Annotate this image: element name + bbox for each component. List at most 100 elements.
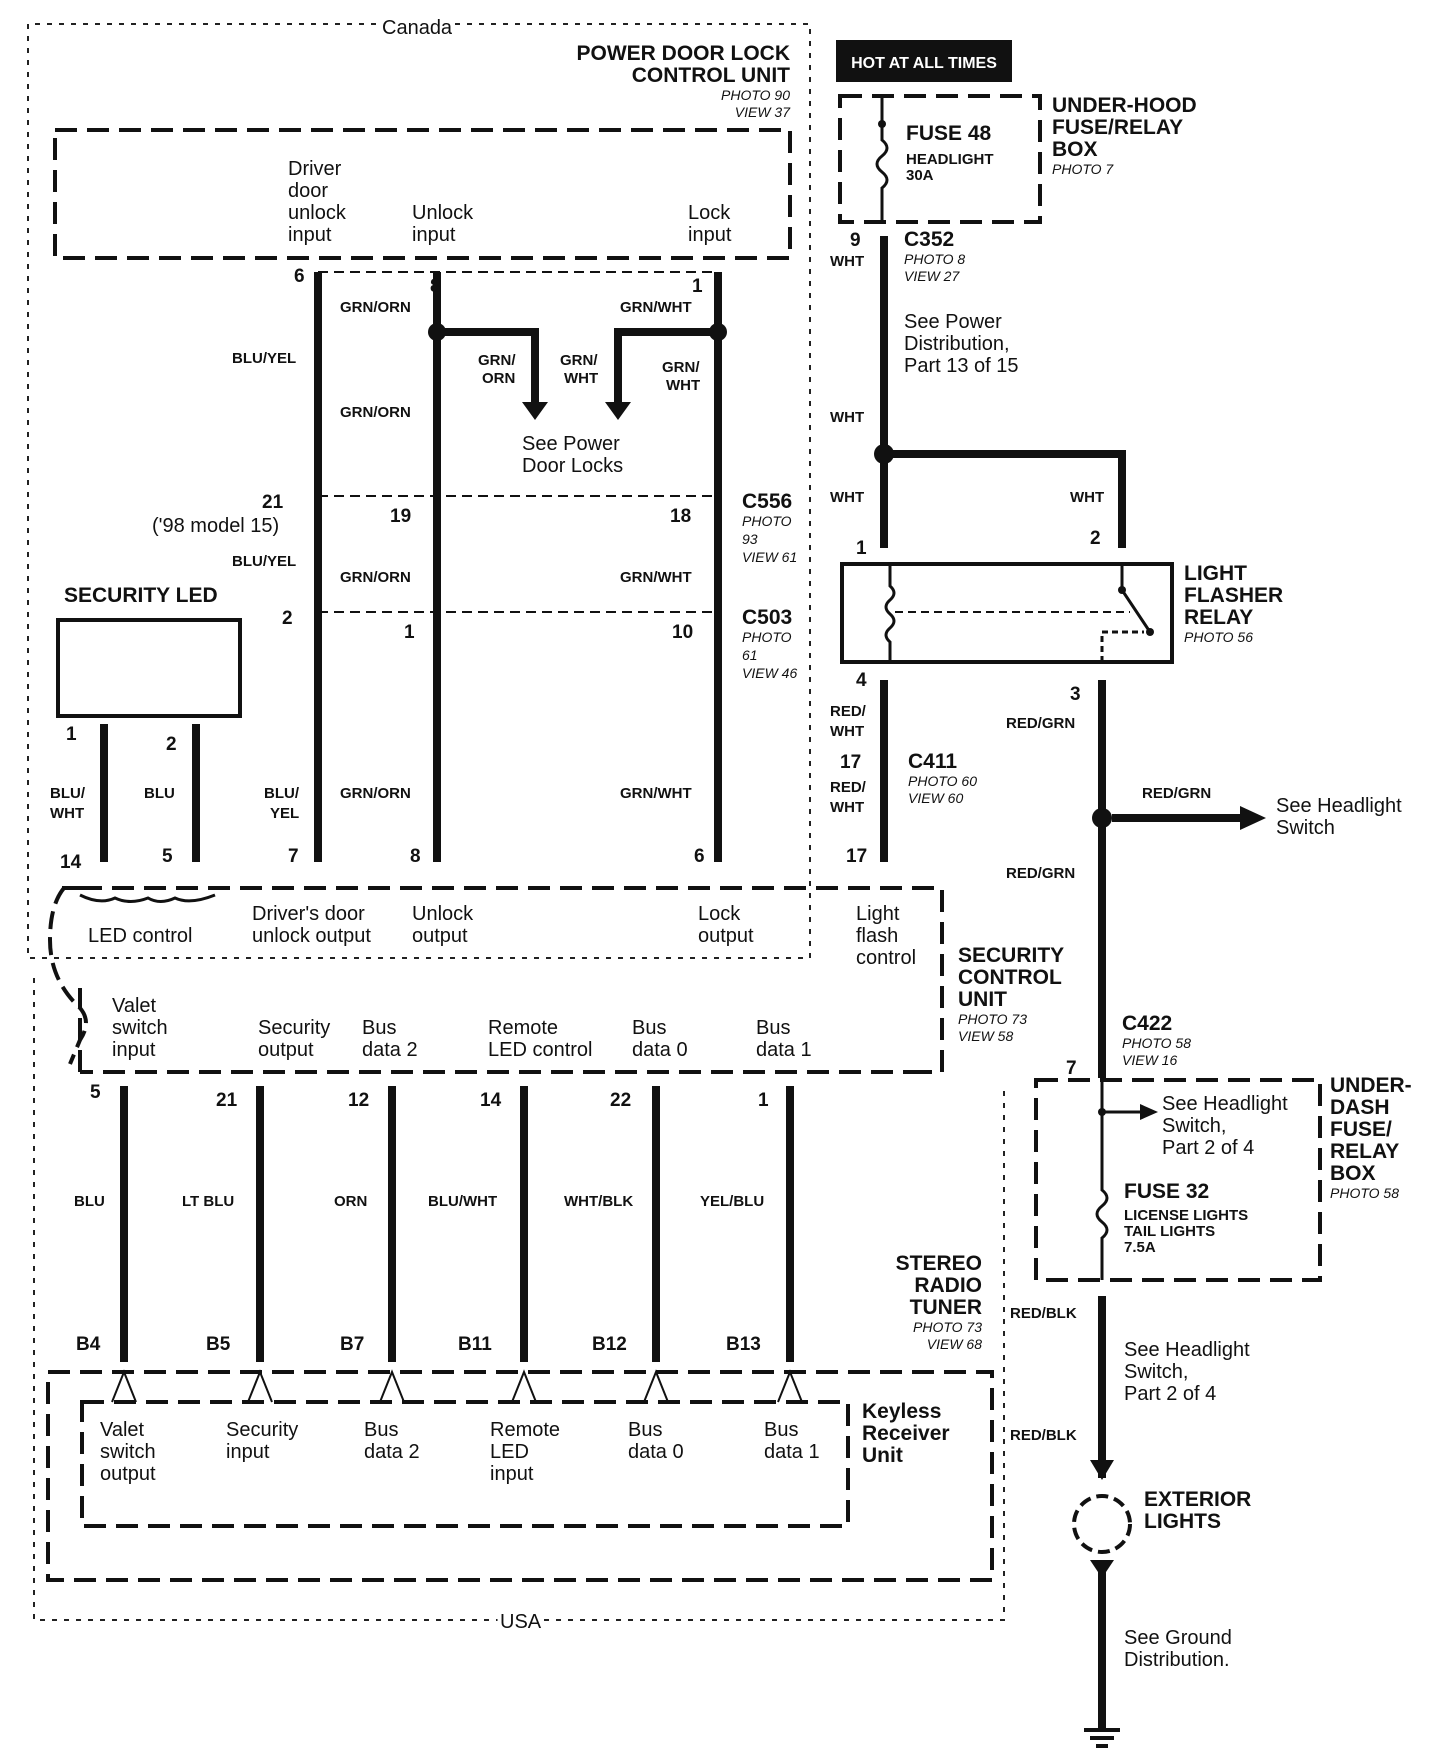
keyless-title-1: Keyless [862, 1400, 941, 1423]
kr-remote-2: LED [490, 1441, 529, 1463]
tuner-pin-b5: B5 [206, 1334, 231, 1355]
pin-led-2: 2 [166, 734, 177, 755]
pin-pdl-8: 8 [430, 276, 441, 297]
underdash-ref-1: See Headlight [1162, 1093, 1288, 1115]
exterior-lights-title-1: EXTERIOR [1144, 1488, 1251, 1511]
scu-out-flash-2: flash [856, 925, 898, 947]
scu-out-flash-3: control [856, 947, 916, 969]
underhood-photo: PHOTO 7 [1052, 161, 1114, 177]
relay-pin-1: 1 [856, 538, 867, 559]
light-flasher-relay: LIGHT FLASHER RELAY PHOTO 56 1 2 4 3 [840, 528, 1283, 705]
c352-photo: PHOTO 8 [904, 251, 965, 267]
wire-blu: BLU [144, 785, 175, 802]
ref-power-dist-1: See Power [904, 311, 1002, 333]
scu-out-unlock-2: output [412, 925, 468, 947]
c556-photo-2: 93 [742, 531, 758, 547]
underdash-box: See Headlight Switch, Part 2 of 4 FUSE 3… [1034, 1074, 1412, 1282]
c411-view: VIEW 60 [908, 790, 963, 806]
pdl-title-1: POWER DOOR LOCK [577, 42, 791, 65]
kr-bus0-2: data 0 [628, 1441, 684, 1463]
keyless-title-3: Unit [862, 1444, 903, 1467]
underdash-ref-3: Part 2 of 4 [1162, 1137, 1254, 1159]
c503-name: C503 [742, 606, 792, 629]
kr-bus2-2: data 2 [364, 1441, 420, 1463]
wire-red-grn-3: RED/GRN [1006, 865, 1075, 882]
exterior-lights-symbol [1072, 1494, 1132, 1554]
wire-wht-blk: WHT/BLK [564, 1193, 633, 1210]
wire-grn-orn-split-a: GRN/ [478, 352, 516, 369]
scu-in-bus2-2: data 2 [362, 1039, 418, 1061]
tuner-pin-b13: B13 [726, 1334, 761, 1355]
scu-bottom-pins: 5 21 12 14 22 1 [90, 1082, 769, 1111]
scu-title-1: SECURITY [958, 944, 1064, 967]
relay-pin-2: 2 [1090, 528, 1101, 549]
fuse48-label: FUSE 48 [906, 122, 992, 145]
ref-power-dist-3: Part 13 of 15 [904, 355, 1019, 377]
pin-scu-b-12: 12 [348, 1090, 369, 1111]
wire-grn-orn-split-b: ORN [482, 370, 515, 387]
c422-name: C422 [1122, 1012, 1172, 1035]
kr-security-1: Security [226, 1419, 298, 1441]
wire-blu-yel-2: BLU/YEL [232, 553, 296, 570]
scu-in-bus2-1: Bus [362, 1017, 396, 1039]
pin-c503-10: 10 [672, 622, 693, 643]
pin-c422-7: 7 [1066, 1058, 1077, 1079]
scu-out-unlock-1: Unlock [412, 903, 474, 925]
pin-led-1: 1 [66, 724, 77, 745]
underhood-title-3: BOX [1052, 138, 1098, 161]
connector-lines [318, 271, 718, 613]
fuse48-name: HEADLIGHT [906, 151, 994, 168]
pin-pdl-6: 6 [294, 266, 305, 287]
wire-blu-yel-b: YEL [270, 805, 299, 822]
security-led-title: SECURITY LED [64, 584, 218, 607]
c352-view: VIEW 27 [904, 268, 960, 284]
wire-blu-wht-a: BLU/ [50, 785, 86, 802]
kr-bus2-1: Bus [364, 1419, 398, 1441]
pin-scu-b-5: 5 [90, 1082, 101, 1103]
wire-blu-2: BLU [74, 1193, 105, 1210]
keyless-title-2: Receiver [862, 1422, 950, 1445]
wire-yel-blu: YEL/BLU [700, 1193, 764, 1210]
ground-icon [1084, 1728, 1120, 1748]
scu-view: VIEW 58 [958, 1028, 1013, 1044]
c411-photo: PHOTO 60 [908, 773, 977, 789]
pdl-input-driver-4: input [288, 224, 332, 246]
pin-scu-b-22: 22 [610, 1090, 631, 1111]
c411-name: C411 [908, 750, 957, 773]
fuse32-label: FUSE 32 [1124, 1180, 1209, 1203]
pin-c556-18: 18 [670, 506, 691, 527]
scu-in-security-2: output [258, 1039, 314, 1061]
scu-out-led: LED control [88, 925, 193, 947]
ref-ground-2: Distribution. [1124, 1649, 1230, 1671]
c556-name: C556 [742, 490, 792, 513]
kr-bus1-2: data 1 [764, 1441, 820, 1463]
ref-headlight-p2-2: Switch, [1124, 1361, 1188, 1383]
scu-title-3: UNIT [958, 988, 1007, 1011]
pin-scu-b-1: 1 [758, 1090, 769, 1111]
tuner-wires [120, 1086, 794, 1362]
kr-bus0-1: Bus [628, 1419, 662, 1441]
pin-c556-19: 19 [390, 506, 411, 527]
pin-c352-9: 9 [850, 230, 861, 251]
scu-in-bus0-2: data 0 [632, 1039, 688, 1061]
underdash-title-2: DASH [1330, 1096, 1390, 1119]
security-led-box [56, 618, 242, 718]
c556-photo-1: PHOTO [742, 513, 792, 529]
pin-c503-1: 1 [404, 622, 415, 643]
scu-in-valet-1: Valet [112, 995, 157, 1017]
exterior-lights-title-2: LIGHTS [1144, 1510, 1221, 1533]
tuner-title-3: TUNER [910, 1296, 982, 1319]
c556-view: VIEW 61 [742, 549, 797, 565]
scu-in-remote-1: Remote [488, 1017, 558, 1039]
ref-ground-1: See Ground [1124, 1627, 1232, 1649]
ground-wire-arrow [1090, 1560, 1114, 1578]
c503-photo-2: 61 [742, 647, 758, 663]
hot-label-box [836, 40, 1012, 82]
scu-title-2: CONTROL [958, 966, 1062, 989]
wire-orn: ORN [334, 1193, 367, 1210]
fuse32-line-2: TAIL LIGHTS [1124, 1223, 1215, 1240]
region-usa-label: USA [500, 1611, 542, 1633]
kr-remote-1: Remote [490, 1419, 560, 1441]
model-note: ('98 model 15) [152, 515, 279, 537]
